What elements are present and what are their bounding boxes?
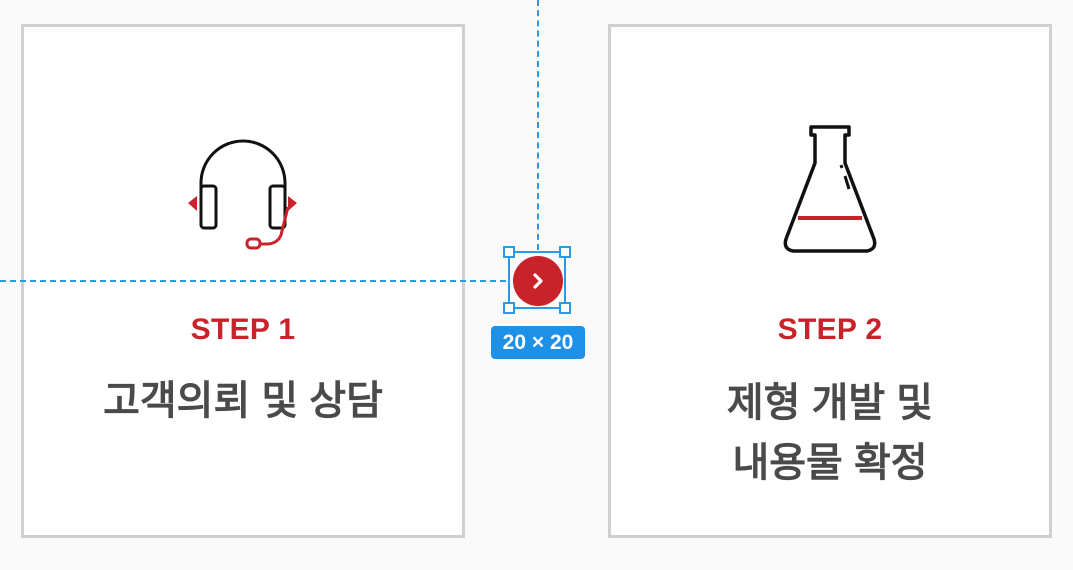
resize-handle-top-right[interactable]	[559, 246, 571, 258]
next-step-arrow-button[interactable]	[513, 256, 563, 306]
step-title-line: 내용물 확정	[732, 441, 928, 485]
step-label: STEP 2	[777, 313, 883, 346]
resize-handle-bottom-left[interactable]	[503, 302, 515, 314]
selection-bounding-box[interactable]	[503, 246, 571, 314]
step-label: STEP 1	[190, 313, 296, 346]
step-title: 고객의뢰 및 상담	[24, 371, 462, 431]
dimension-badge: 20 × 20	[491, 326, 585, 359]
step-title: 제형 개발 및 내용물 확정	[611, 373, 1049, 493]
resize-handle-top-left[interactable]	[503, 246, 515, 258]
headset-icon	[24, 123, 462, 263]
flask-icon	[611, 121, 1049, 261]
horizontal-alignment-guide	[0, 280, 506, 282]
step-title-line: 제형 개발 및	[726, 381, 934, 425]
resize-handle-bottom-right[interactable]	[559, 302, 571, 314]
vertical-alignment-guide	[537, 0, 539, 250]
chevron-right-icon	[533, 273, 543, 289]
step-title-line: 고객의뢰 및 상담	[103, 379, 383, 423]
step-card-2: STEP 2 제형 개발 및 내용물 확정	[608, 24, 1052, 538]
